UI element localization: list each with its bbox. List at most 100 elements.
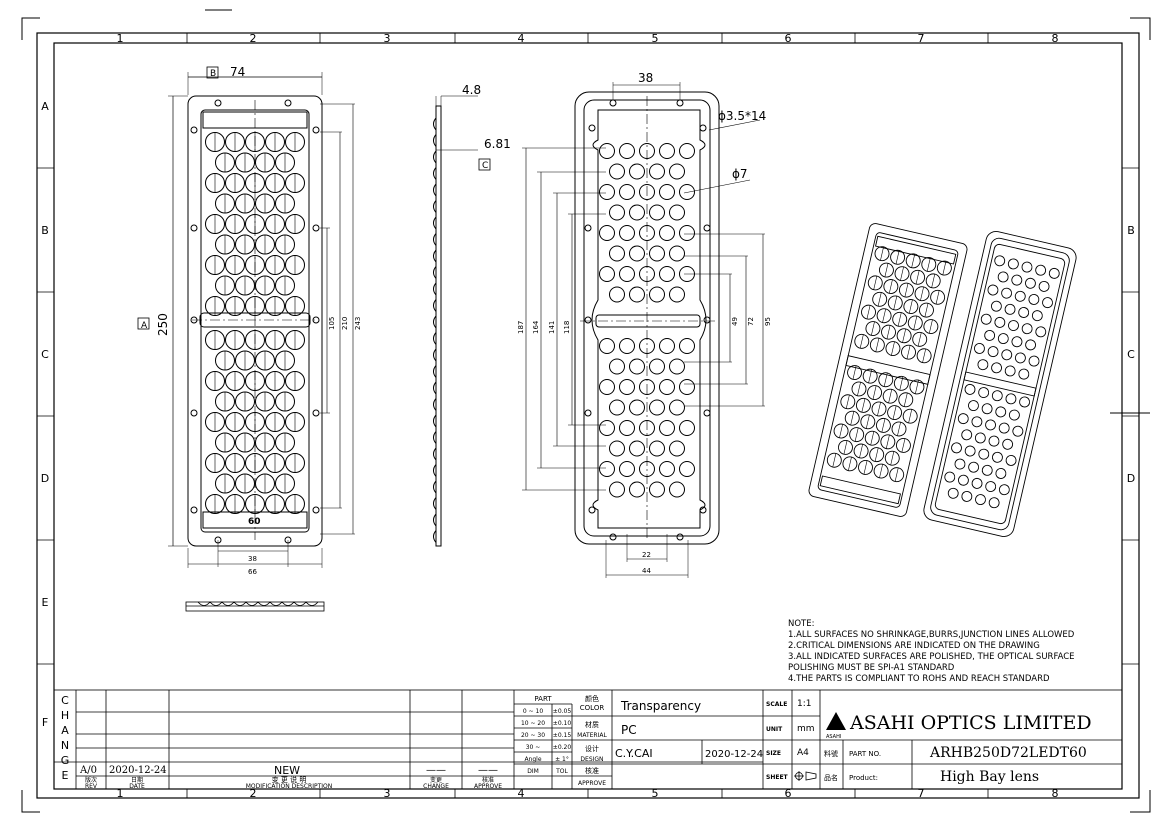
lens-cavity	[619, 379, 635, 395]
lens-cavity	[669, 204, 685, 221]
iso-lens-cavity	[944, 471, 956, 483]
dim-rear-hole: ϕ3.5*14	[718, 109, 766, 123]
lens-cavity	[639, 143, 655, 159]
datum-a-label: A	[141, 321, 148, 331]
zone-col-5: 5	[652, 32, 659, 45]
iso-lens-cavity	[980, 313, 992, 325]
rear-screw-holes	[584, 99, 711, 541]
screw-hole	[609, 533, 617, 541]
screw-hole	[609, 99, 617, 107]
zone-row-b: B	[41, 224, 49, 237]
rev-description: NEW	[274, 764, 300, 777]
iso-lens-cavity	[947, 487, 959, 499]
lens-cavity	[619, 143, 635, 159]
rev-approve: ——	[478, 765, 498, 776]
lens-cavity	[639, 225, 655, 241]
iso-lens-cavity	[964, 445, 976, 457]
lens-cavity	[679, 225, 695, 241]
iso-lens-cavity	[991, 362, 1003, 374]
datum-c-label: C	[482, 161, 488, 171]
design-cn: 设计	[585, 744, 599, 753]
hdr-approve-cn: 核准	[482, 776, 494, 784]
part-no-cn: 料號	[824, 749, 838, 758]
iso-lens-cavity	[957, 413, 969, 425]
lens-cavity	[609, 358, 625, 375]
iso-lens-cavity	[954, 458, 966, 470]
material-cn: 材质	[585, 720, 599, 729]
iso-lens-cavity	[987, 284, 999, 296]
lens-cavity	[629, 399, 645, 416]
iso-lens-cavity	[991, 390, 1003, 402]
iso-lens-cavity	[978, 448, 990, 460]
lens-cavity	[649, 163, 665, 180]
lens-cavity	[599, 420, 615, 436]
iso-lens-cavity	[971, 477, 983, 489]
change-letter-e: E	[62, 769, 69, 782]
hdr-date-cn: 日期	[131, 776, 143, 784]
zone-col-6-bottom: 6	[785, 787, 792, 800]
iso-lens-cavity	[988, 435, 1000, 447]
dim-front-height: 250	[156, 313, 170, 336]
hdr-rev: REV	[85, 783, 98, 790]
iso-lens-dome	[826, 452, 842, 468]
iso-lens-dome	[885, 341, 901, 357]
size-label: SIZE	[766, 750, 781, 757]
rear-view	[522, 82, 765, 578]
side-view	[433, 95, 491, 547]
tol-value-4: ±0.20	[553, 744, 572, 751]
zone-col-2-bottom: 2	[250, 787, 257, 800]
zone-col-1: 1	[117, 32, 124, 45]
lens-cavity	[659, 338, 675, 354]
zone-dividers	[37, 33, 1139, 798]
iso-lens-cavity	[951, 442, 962, 454]
unit-value: mm	[797, 724, 815, 734]
iso-lens-cavity	[1028, 355, 1040, 367]
hdr-date: DATE	[129, 783, 145, 790]
iso-lens-dome	[887, 405, 903, 421]
zone-row-b-right: B	[1127, 224, 1135, 237]
zone-row-e: E	[42, 596, 49, 609]
lens-cavity	[679, 184, 695, 200]
iso-lens-cavity	[994, 255, 1006, 267]
approve-cn: 核准	[585, 766, 599, 775]
iso-lens-dome	[861, 304, 876, 320]
zone-row-d-right: D	[1127, 472, 1135, 485]
design-date: 2020-12-24	[705, 749, 763, 760]
iso-lens-cavity	[995, 468, 1007, 479]
screw-hole	[703, 224, 711, 232]
iso-lens-cavity	[988, 497, 1000, 509]
scale-value: 1:1	[797, 699, 811, 709]
color-label: COLOR	[580, 704, 605, 712]
dim-rear-bottom-44: 44	[642, 567, 651, 575]
front-lens-grid	[205, 132, 305, 514]
screw-hole	[190, 316, 198, 324]
notes-heading: NOTE:	[788, 619, 814, 629]
zone-col-5-bottom: 5	[652, 787, 659, 800]
zone-row-f: F	[42, 716, 48, 729]
lens-cavity	[599, 266, 615, 282]
iso-lens-cavity	[1035, 264, 1047, 276]
note-line-2: 2.CRITICAL DIMENSIONS ARE INDICATED ON T…	[788, 641, 1040, 651]
lens-cavity	[629, 245, 645, 262]
lens-cavity	[669, 440, 685, 457]
iso-lens-cavity	[968, 461, 980, 473]
iso-lens-cavity	[1012, 425, 1024, 437]
approve-label: APPROVE	[578, 780, 606, 787]
lens-cavity	[669, 399, 685, 416]
iso-lens-cavity	[998, 422, 1010, 434]
iso-lens-cavity	[985, 419, 997, 431]
iso-lens-dome	[862, 368, 878, 384]
rev-change: ——	[426, 765, 446, 776]
tol-range-angle: Angle	[524, 756, 541, 763]
lens-cavity	[599, 338, 615, 354]
iso-lens-cavity	[981, 403, 993, 415]
change-letter-g: G	[61, 754, 70, 767]
iso-lens-cavity	[997, 333, 1009, 345]
lens-cavity	[599, 379, 615, 395]
lens-cavity	[609, 286, 625, 303]
iso-lens-cavity	[1002, 438, 1014, 450]
iso-lens-cavity	[1004, 365, 1016, 377]
datum-b-label: B	[210, 69, 216, 79]
lens-cavity	[659, 379, 675, 395]
designer-name: C.Y.CAI	[615, 747, 653, 760]
